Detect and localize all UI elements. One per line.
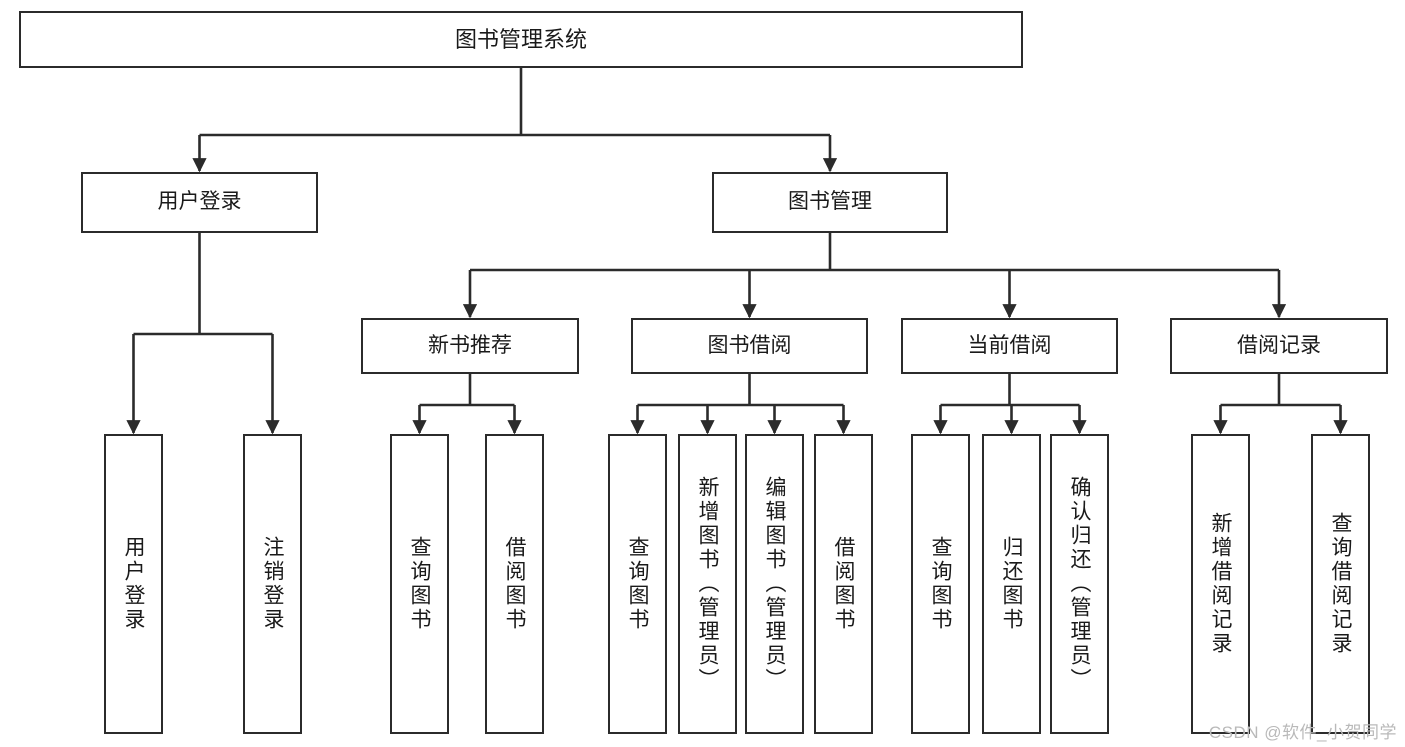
- node-leaf-query-book-3-label: 查询图书: [929, 536, 952, 632]
- node-user-login-label: 用户登录: [157, 190, 242, 214]
- node-leaf-query-book-1[interactable]: 查询图书: [390, 434, 449, 734]
- node-root-label: 图书管理系统: [454, 26, 587, 52]
- node-leaf-borrow-book-2[interactable]: 借阅图书: [814, 434, 873, 734]
- node-borrow-record[interactable]: 借阅记录: [1170, 318, 1388, 374]
- node-leaf-edit-book-label: 编辑图书（管理员）: [763, 476, 786, 692]
- node-leaf-query-book-1-label: 查询图书: [408, 536, 431, 632]
- node-leaf-borrow-book-1[interactable]: 借阅图书: [485, 434, 544, 734]
- node-leaf-query-book-2-label: 查询图书: [626, 536, 649, 632]
- node-book-borrow-label: 图书借阅: [707, 333, 792, 357]
- node-leaf-query-book-3[interactable]: 查询图书: [911, 434, 970, 734]
- node-book-manage-label: 图书管理: [788, 190, 872, 214]
- node-leaf-confirm-return-label: 确认归还（管理员）: [1068, 476, 1091, 692]
- node-leaf-user-login[interactable]: 用户登录: [104, 434, 163, 734]
- node-leaf-query-record[interactable]: 查询借阅记录: [1311, 434, 1370, 734]
- node-leaf-query-record-label: 查询借阅记录: [1329, 512, 1352, 656]
- node-leaf-user-login-label: 用户登录: [122, 536, 145, 632]
- node-leaf-logout-label: 注销登录: [261, 536, 284, 632]
- node-current-borrow-label: 当前借阅: [967, 333, 1052, 357]
- node-leaf-add-book[interactable]: 新增图书（管理员）: [678, 434, 737, 734]
- node-user-login[interactable]: 用户登录: [81, 172, 318, 233]
- node-new-book-rec-label: 新书推荐: [428, 333, 512, 357]
- node-current-borrow[interactable]: 当前借阅: [901, 318, 1118, 374]
- node-root[interactable]: 图书管理系统: [19, 11, 1023, 68]
- node-leaf-confirm-return[interactable]: 确认归还（管理员）: [1050, 434, 1109, 734]
- node-leaf-add-book-label: 新增图书（管理员）: [696, 476, 719, 692]
- node-leaf-return-book-label: 归还图书: [1000, 536, 1023, 632]
- node-new-book-rec[interactable]: 新书推荐: [361, 318, 579, 374]
- node-borrow-record-label: 借阅记录: [1237, 333, 1321, 357]
- watermark-text: CSDN @软件_小贺同学: [1208, 723, 1397, 742]
- node-leaf-add-record-label: 新增借阅记录: [1209, 512, 1232, 656]
- node-leaf-borrow-book-2-label: 借阅图书: [832, 536, 855, 632]
- node-leaf-edit-book[interactable]: 编辑图书（管理员）: [745, 434, 804, 734]
- node-leaf-return-book[interactable]: 归还图书: [982, 434, 1041, 734]
- node-book-borrow[interactable]: 图书借阅: [631, 318, 868, 374]
- node-leaf-logout[interactable]: 注销登录: [243, 434, 302, 734]
- node-book-manage[interactable]: 图书管理: [712, 172, 948, 233]
- node-leaf-borrow-book-1-label: 借阅图书: [503, 536, 526, 632]
- node-leaf-add-record[interactable]: 新增借阅记录: [1191, 434, 1250, 734]
- node-leaf-query-book-2[interactable]: 查询图书: [608, 434, 667, 734]
